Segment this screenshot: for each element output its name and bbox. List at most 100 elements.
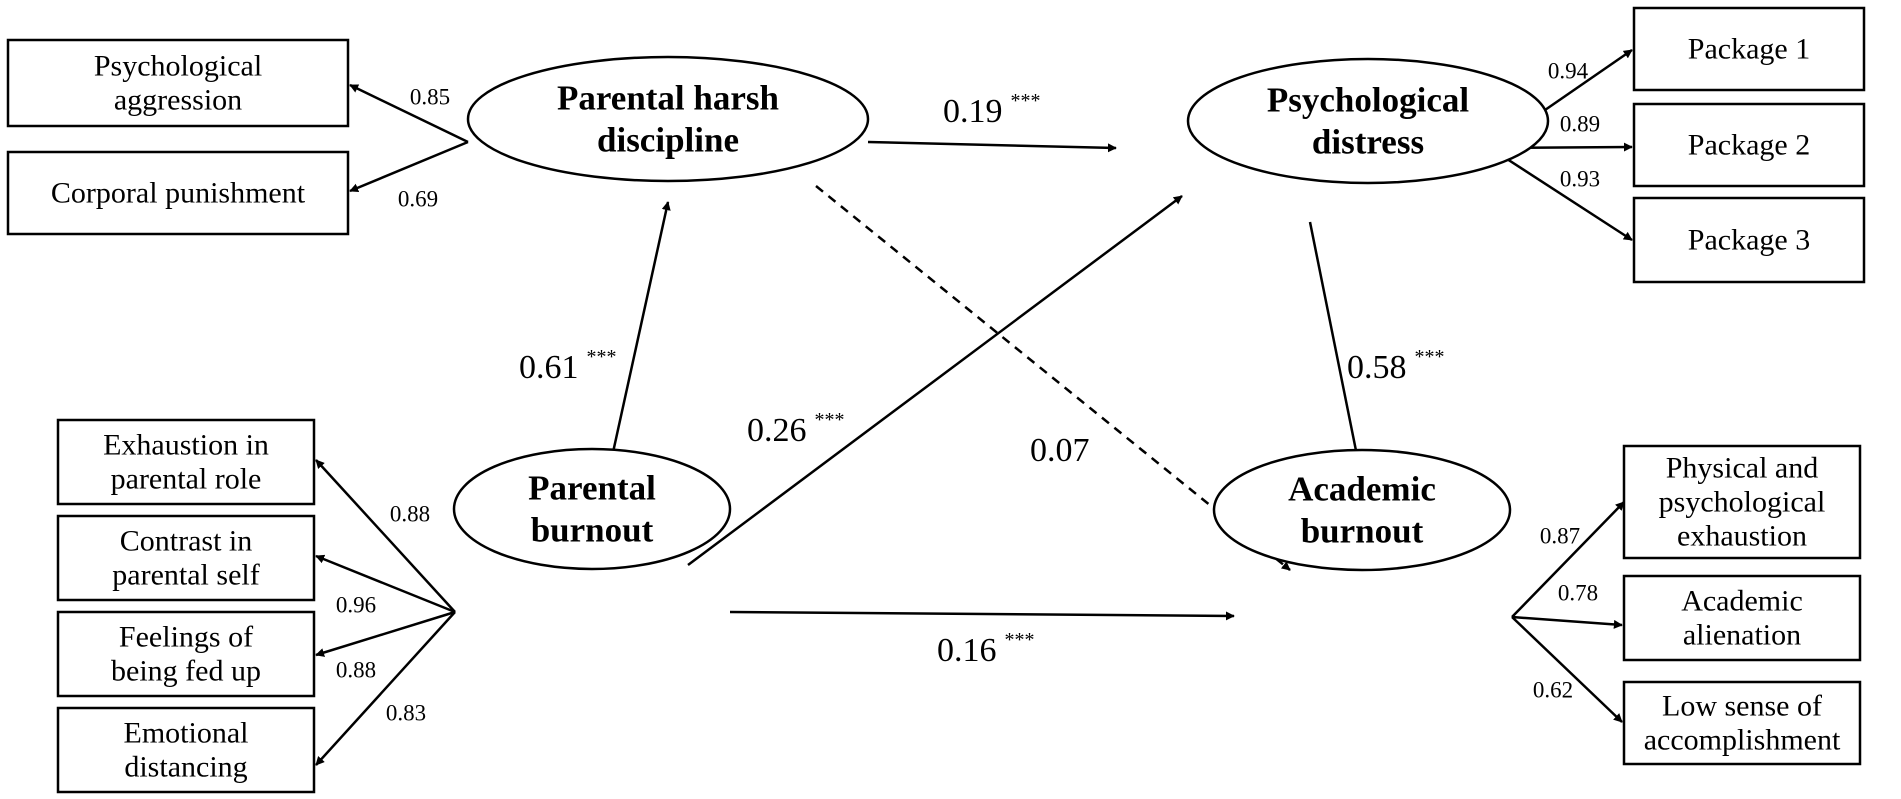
indicator-distress-3-loading: 0.93 [1560,167,1600,192]
indicator-parental-burnout-2-box [56,514,316,602]
indicator-harsh-1-box [6,38,350,128]
indicator-academic-burnout-1-box [1622,444,1862,560]
latent-psychological-distress-text-line: distress [1312,123,1424,162]
indicator-parental-burnout-1-text-line: parental role [111,463,262,496]
indicator-distress-3-label: Package 3 [1688,224,1810,257]
indicator-academic-burnout-2-text-line: Academic [1681,585,1803,618]
indicator-parental-burnout-3-loading: 0.88 [336,658,376,683]
indicator-parental-burnout-4-text-line: Emotional [124,717,249,750]
indicator-academic-burnout-2-text-line: alienation [1683,619,1801,652]
latent-academic-burnout [1212,448,1512,572]
coef-distress-to-academic-burnout-significance: *** [1415,346,1445,368]
indicator-distress-1-text-line: Package 1 [1688,33,1810,66]
indicator-distress-1-loading: 0.94 [1548,59,1589,84]
indicator-academic-burnout-1-loading-arrow [1511,501,1625,618]
indicator-parental-burnout-4-box [56,706,316,794]
coef-parental-burnout-to-distress-significance: *** [815,409,845,431]
indicator-academic-burnout-2-box [1622,574,1862,662]
coef-distress-to-academic-burnout-value: 0.58 [1347,349,1407,386]
coef-harsh-to-academic-burnout-value: 0.07 [1030,432,1090,469]
indicator-harsh-2-loading-arrow [349,140,469,193]
indicator-academic-burnout-3-loading: 0.62 [1533,678,1573,703]
indicator-distress-1-label: Package 1 [1688,33,1810,66]
latent-parental-harsh-discipline-text-line: Parental harsh [557,79,779,118]
indicator-distress-2-loading: 0.89 [1560,112,1600,137]
indicator-parental-burnout-1-loading-arrow [315,459,456,613]
indicator-distress-2-text-line: Package 2 [1688,129,1810,162]
indicator-academic-burnout-3-loading-arrow [1511,616,1623,723]
coef-harsh-to-distress-value: 0.19 [943,93,1003,130]
indicator-parental-burnout-1-text-line: Exhaustion in [103,429,269,462]
indicator-distress-3-box [1632,196,1866,284]
coef-harsh-to-distress-significance: *** [1011,90,1041,112]
latent-parental-harsh-discipline-text-line: discipline [597,121,739,160]
indicator-academic-burnout-3-text-line: accomplishment [1644,724,1841,757]
indicator-distress-1-box [1632,6,1866,92]
indicator-parental-burnout-4-text-line: distancing [124,751,247,784]
latent-academic-burnout-text-line: burnout [1301,512,1424,551]
latent-academic-burnout-text-line: Academic [1288,470,1436,509]
latent-parental-burnout-text-line: Parental [528,469,656,508]
indicator-parental-burnout-4-loading-arrow [315,611,456,766]
indicator-harsh-1-text-line: Psychological [94,50,262,83]
latent-parental-burnout [452,447,732,571]
indicator-parental-burnout-4-loading: 0.83 [386,701,426,726]
path-parental-burnout-to-academic-burnout [729,610,1235,621]
indicator-parental-burnout-2-loading: 0.96 [336,593,376,618]
indicator-academic-burnout-3-box [1622,680,1862,766]
indicator-parental-burnout-1-loading: 0.88 [390,502,430,527]
coef-harsh-to-academic-burnout: 0.07 [1030,432,1090,469]
latent-psychological-distress [1186,57,1550,185]
coef-parental-burnout-to-harsh-significance: *** [587,346,617,368]
indicator-academic-burnout-2-loading: 0.78 [1558,581,1598,606]
indicator-academic-burnout-1-text-line: psychological [1659,486,1826,519]
coef-parental-burnout-to-academic-burnout-value: 0.16 [937,632,997,669]
indicator-parental-burnout-3-box [56,610,316,698]
coef-parental-burnout-to-harsh: 0.61 *** [519,346,617,386]
indicator-parental-burnout-2-text-line: Contrast in [120,525,253,558]
indicator-harsh-1-loading-arrow [349,83,469,144]
coef-distress-to-academic-burnout: 0.58 *** [1347,346,1445,386]
coef-parental-burnout-to-distress: 0.26 *** [747,409,845,449]
indicator-academic-burnout-2-loading-arrow [1511,615,1623,629]
indicator-harsh-2-text-line: Corporal punishment [51,177,306,210]
coef-parental-burnout-to-academic-burnout-significance: *** [1005,629,1035,651]
indicator-academic-burnout-1-text-line: Physical and [1666,452,1818,485]
path-parental-burnout-to-distress [687,194,1183,567]
indicator-academic-burnout-3-text-line: Low sense of [1662,690,1822,723]
indicator-academic-burnout-1-text-line: exhaustion [1677,520,1807,553]
indicator-parental-burnout-3-text-line: Feelings of [119,621,253,654]
path-harsh-to-academic-burnout [815,185,1291,571]
indicator-distress-3-text-line: Package 3 [1688,224,1810,257]
indicator-harsh-2-loading: 0.69 [398,187,438,212]
coef-parental-burnout-to-academic-burnout: 0.16 *** [937,629,1035,669]
coef-harsh-to-distress: 0.19 *** [943,90,1041,130]
coef-parental-burnout-to-harsh-value: 0.61 [519,349,579,386]
indicator-distress-2-label: Package 2 [1688,129,1810,162]
indicator-distress-3-loading-arrow [1489,146,1633,242]
indicator-parental-burnout-3-text-line: being fed up [111,655,261,688]
indicator-harsh-1-loading: 0.85 [410,85,450,110]
latent-parental-burnout-text-line: burnout [531,511,654,550]
indicator-parental-burnout-3-loading-arrow [315,610,456,657]
indicator-harsh-2-label: Corporal punishment [51,177,306,210]
indicator-parental-burnout-2-text-line: parental self [112,559,259,592]
indicator-harsh-1-text-line: aggression [114,84,242,117]
latent-psychological-distress-text-line: Psychological [1267,81,1469,120]
path-harsh-to-distress [867,140,1117,153]
coef-parental-burnout-to-distress-value: 0.26 [747,412,807,449]
latent-parental-harsh-discipline [466,55,870,183]
indicator-harsh-2-box [6,150,350,236]
